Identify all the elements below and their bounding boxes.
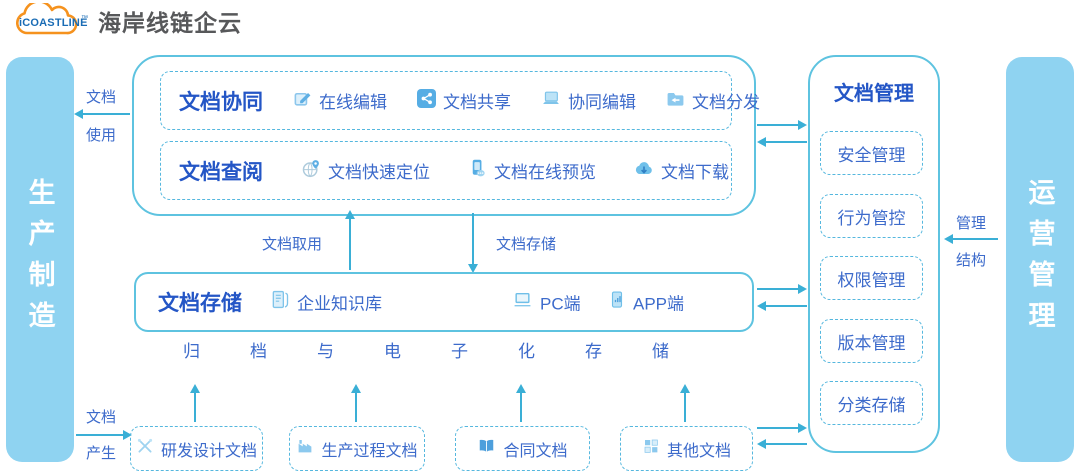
review-section-box: 文档查阅 文档快速定位 文档在线预览 文档下载 (160, 141, 732, 200)
archive-caption: 归档与电子化存储 (183, 342, 719, 361)
left-bar-label: 生产制造 (24, 177, 55, 342)
doc-produce-label-1: 文档 (86, 409, 117, 426)
download-icon (634, 159, 654, 183)
co-edit-icon (541, 89, 561, 113)
management-item-permission: 权限管理 (820, 256, 923, 300)
management-panel: 文档管理 安全管理 行为管控 权限管理 版本管理 分类存储 (808, 55, 940, 453)
logo-brand-text: iCOASTLINE (19, 17, 88, 29)
left-bar-production: 生产制造 (6, 57, 74, 462)
logo-title: 海岸线链企云 (98, 10, 242, 36)
archive-arrow-2 (351, 384, 361, 422)
archive-arrow-3 (516, 384, 526, 422)
doc-store-arrow (468, 213, 478, 273)
storage-item-knowledge: 企业知识库 (270, 290, 382, 315)
other-icon (642, 437, 660, 460)
doc-fetch-arrow (345, 210, 355, 270)
doc-produce-arrow (76, 430, 132, 440)
source-doc-design: 研发设计文档 (130, 426, 263, 471)
management-item-security: 安全管理 (820, 131, 923, 175)
storage-section-title: 文档存储 (158, 292, 242, 315)
panel-link-arrow-left-3 (757, 439, 807, 449)
pc-icon (512, 290, 533, 314)
doc-store-label: 文档存储 (496, 236, 557, 253)
doc-fetch-label: 文档取用 (262, 236, 323, 253)
doc-use-label-2: 使用 (86, 127, 117, 144)
logo-cloud-icon: iCOASTLINE ™ (10, 0, 88, 39)
panel-link-arrow-left-1 (757, 137, 807, 147)
contract-icon (477, 437, 496, 460)
doc-use-arrow (74, 109, 130, 119)
locate-icon (301, 158, 321, 183)
archive-arrow-1 (190, 384, 200, 422)
manage-structure-label-2: 结构 (956, 252, 987, 269)
review-section-title: 文档查阅 (179, 160, 263, 184)
share-icon (417, 88, 436, 113)
manage-structure-label-1: 管理 (956, 215, 987, 232)
distribute-icon (666, 89, 685, 113)
management-item-behavior: 行为管控 (820, 194, 923, 238)
factory-icon (296, 437, 314, 460)
management-item-version: 版本管理 (820, 319, 923, 363)
collab-section-box: 文档协同 在线编辑 文档共享 协同编辑 文档分发 (160, 71, 760, 130)
storage-item-app: APP端 (608, 290, 684, 315)
collab-item-online-edit: 在线编辑 (293, 88, 387, 113)
source-doc-contract: 合同文档 (455, 426, 590, 471)
knowledge-icon (270, 290, 290, 315)
edit-icon (293, 89, 312, 113)
app-icon (608, 290, 626, 315)
collab-item-distribute: 文档分发 (666, 88, 760, 113)
review-item-locate: 文档快速定位 (301, 158, 430, 183)
collab-section-title: 文档协同 (179, 90, 263, 114)
panel-link-arrow-right-2 (757, 284, 807, 294)
management-item-classify: 分类存储 (820, 381, 923, 425)
collab-item-co-edit: 协同编辑 (541, 88, 636, 113)
manage-structure-arrow (944, 234, 998, 244)
collab-item-share: 文档共享 (417, 88, 511, 113)
panel-link-arrow-right-3 (757, 423, 807, 433)
panel-link-arrow-left-2 (757, 301, 807, 311)
source-doc-process: 生产过程文档 (289, 426, 425, 471)
right-bar-operations: 运营管理 (1006, 57, 1074, 462)
source-doc-other: 其他文档 (620, 426, 753, 471)
doc-use-label-1: 文档 (86, 89, 117, 106)
right-bar-label: 运营管理 (1024, 177, 1055, 342)
management-panel-title: 文档管理 (834, 83, 914, 105)
archive-arrow-4 (680, 384, 690, 422)
document-usage-container (132, 55, 756, 216)
review-item-preview: 文档在线预览 (468, 158, 596, 183)
review-item-download: 文档下载 (634, 158, 729, 183)
preview-icon (468, 158, 487, 183)
storage-item-pc: PC端 (512, 290, 581, 315)
logo-trademark: ™ (81, 15, 88, 22)
panel-link-arrow-right-1 (757, 120, 807, 130)
design-icon (136, 437, 154, 460)
doc-produce-label-2: 产生 (86, 445, 117, 462)
storage-section-box: 文档存储 企业知识库 PC端 APP端 (134, 272, 754, 332)
logo: iCOASTLINE ™ 海岸线链企云 (10, 0, 242, 39)
